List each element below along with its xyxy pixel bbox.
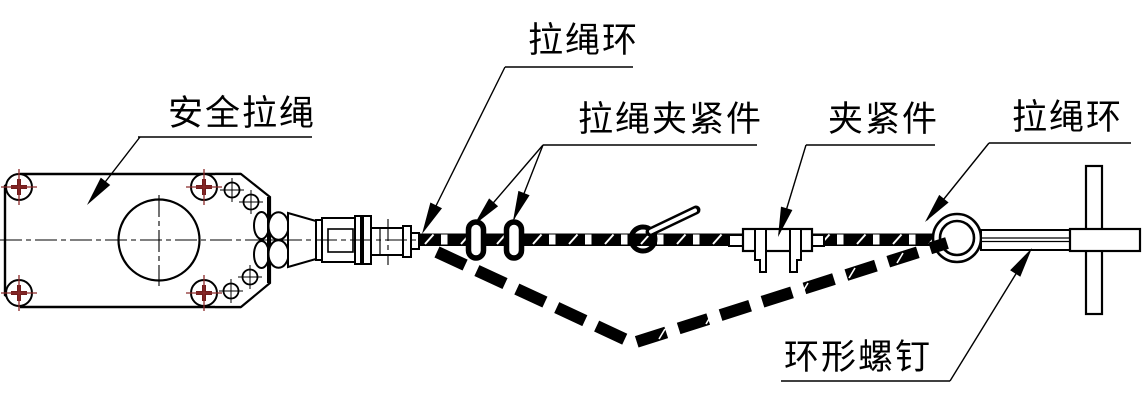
bracket-hole [239, 190, 263, 214]
rope-clamp-large [728, 227, 825, 273]
mounting-bracket [215, 172, 272, 309]
clamp-leg [789, 228, 802, 273]
label-rope-clamp-fastener: 拉绳夹紧件 [578, 100, 763, 139]
bracket-hole [220, 178, 244, 202]
rope-clamp-small-2 [503, 219, 525, 261]
eye-bolt-shaft [980, 229, 1071, 251]
clamp-leg [754, 228, 767, 273]
screw [1, 275, 37, 311]
rope-ring [931, 212, 983, 264]
label-eye-bolt: 环形螺钉 [784, 338, 932, 377]
centerlines [0, 195, 420, 286]
label-safety-rope: 安全拉绳 [168, 94, 316, 133]
label-clamp-fastener: 夹紧件 [828, 100, 939, 139]
arrowhead [474, 198, 499, 225]
arrowhead [925, 194, 949, 222]
label-rope-ring-left: 拉绳环 [528, 21, 639, 60]
cover-screws [1, 169, 222, 311]
label-rope-ring-right: 拉绳环 [1012, 98, 1123, 137]
arrowhead [87, 177, 111, 205]
screw [186, 275, 222, 311]
arrowhead [422, 202, 442, 234]
leader-arrowheads [87, 177, 1032, 277]
snap-hook [628, 205, 701, 254]
eye-bolt-head [1068, 227, 1142, 253]
screw [1, 169, 37, 205]
arrowhead [513, 190, 530, 221]
screw [186, 169, 222, 205]
arrowhead [778, 206, 793, 237]
pull-rope [419, 233, 941, 246]
gland-shaft [370, 227, 404, 256]
bracket-hole [219, 279, 243, 303]
eye-bolt [980, 164, 1142, 316]
slack-rope [434, 237, 949, 350]
arrowhead [1010, 248, 1032, 277]
bracket-hole [238, 265, 262, 289]
rope-clamp-small-1 [465, 219, 487, 261]
